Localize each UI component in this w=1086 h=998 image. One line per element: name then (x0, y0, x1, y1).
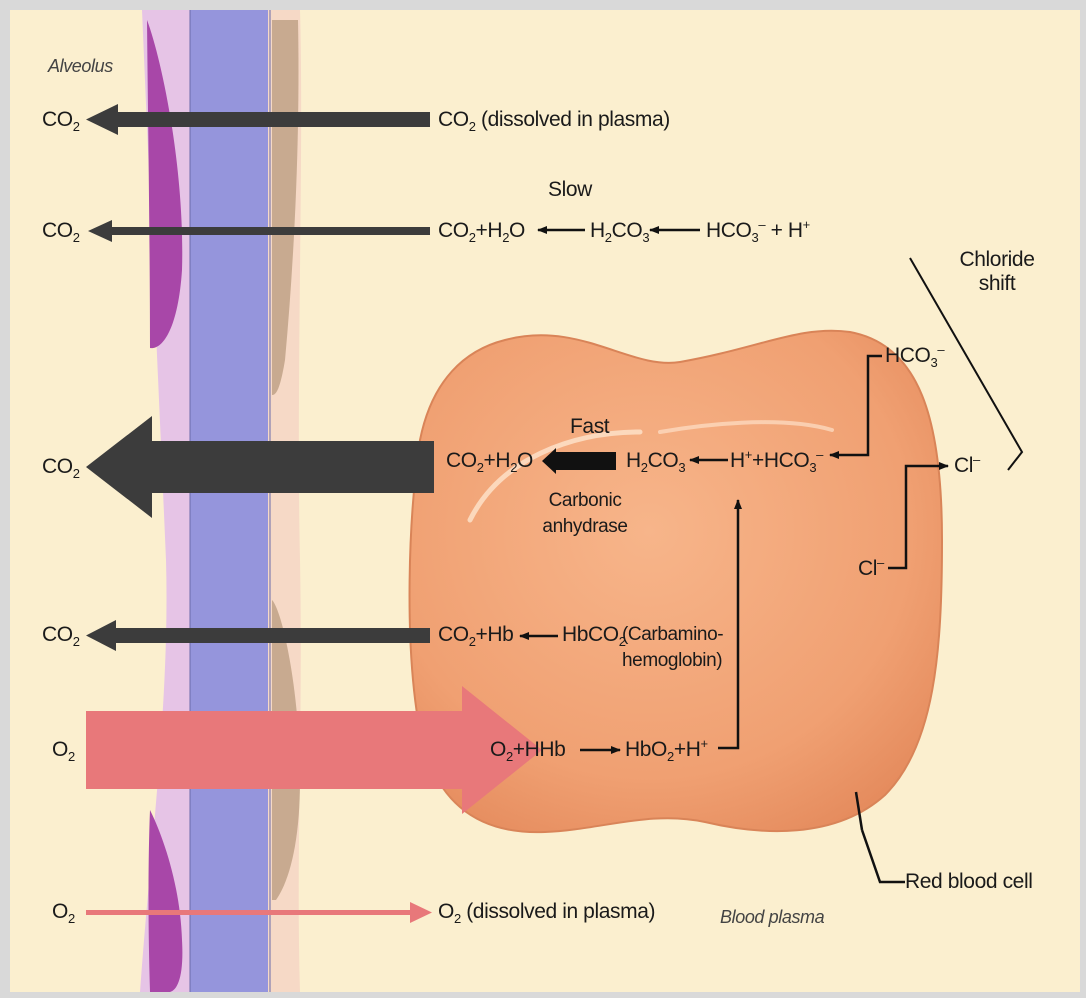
co2-h2o-rbc: CO2+H2O (446, 449, 533, 473)
co2-dissolved-in-plasma-label: CO2 (dissolved in plasma) (438, 108, 670, 132)
hco3-h-plasma: HCO3– + H+ (706, 219, 810, 243)
chloride-in-plasma: Cl– (954, 454, 980, 478)
carbaminohemoglobin-label: (Carbamino-hemoglobin) (622, 622, 723, 674)
red-blood-cell-label: Red blood cell (905, 870, 1033, 894)
h2co3-rbc: H2CO3 (626, 449, 685, 473)
o2-label-alveolus-1: O2 (52, 738, 75, 762)
hco3-shifted-out: HCO3– (885, 344, 944, 368)
fast-label: Fast (570, 415, 609, 439)
co2-label-alveolus-3: CO2 (42, 455, 80, 479)
slow-label: Slow (548, 178, 592, 202)
blood-plasma-label: Blood plasma (720, 905, 824, 929)
o2-dissolved-in-plasma-label: O2 (dissolved in plasma) (438, 900, 655, 924)
co2-label-alveolus-4: CO2 (42, 623, 80, 647)
o2-label-alveolus-2: O2 (52, 900, 75, 924)
chloride-in-rbc: Cl– (858, 557, 884, 581)
hbco2: HbCO2 (562, 623, 626, 647)
h2co3-plasma: H2CO3 (590, 219, 649, 243)
h-hco3-rbc: H++HCO3– (730, 449, 823, 473)
co2-label-alveolus-1: CO2 (42, 108, 80, 132)
capillary-channel (190, 10, 270, 992)
co2-h2o-plasma: CO2+H2O (438, 219, 525, 243)
co2-hb: CO2+Hb (438, 623, 513, 647)
hbo2-h: HbO2+H+ (625, 738, 708, 762)
o2-hhb: O2+HHb (490, 738, 565, 762)
alveolus-label: Alveolus (48, 54, 113, 78)
co2-label-alveolus-2: CO2 (42, 219, 80, 243)
